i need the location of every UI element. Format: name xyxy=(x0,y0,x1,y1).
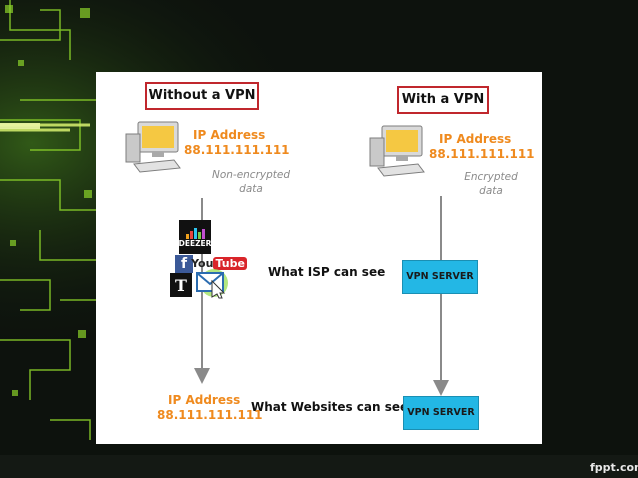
youtube-you-text: You xyxy=(191,256,214,270)
youtube-tube-text: Tube xyxy=(213,256,247,270)
websites-label: What Websites can see xyxy=(251,400,409,414)
right-ip-label: IP Address xyxy=(439,132,512,146)
computer-icon-left xyxy=(125,121,181,173)
diagram-panel: Without a VPN With a VPN IP Address 88.1… xyxy=(96,72,542,444)
deezer-bars xyxy=(185,227,205,239)
bottom-ip-label: IP Address xyxy=(168,393,241,407)
right-data-note-line1: Encrypted xyxy=(464,171,518,183)
left-ip-label: IP Address xyxy=(193,128,266,142)
flow-arrows xyxy=(194,196,449,396)
deezer-logo: DEEZER xyxy=(179,220,211,254)
nyt-logo: T xyxy=(170,273,192,297)
left-ip-value: 88.111.111.111 xyxy=(184,143,290,157)
vpn-server-box-websites: VPN SERVER xyxy=(403,396,479,430)
computer-icon-right xyxy=(369,125,425,177)
isp-label: What ISP can see xyxy=(268,265,386,279)
left-data-note-line1: Non-encrypted xyxy=(211,169,291,181)
right-ip-value: 88.111.111.111 xyxy=(429,147,535,161)
footer-brand: fppt.com xyxy=(590,461,638,474)
bottom-ip-value: 88.111.111.111 xyxy=(157,408,263,422)
left-data-note-line2: data xyxy=(239,183,263,195)
youtube-logo: You Tube xyxy=(191,255,247,271)
without-vpn-title: Without a VPN xyxy=(145,82,259,110)
with-vpn-title: With a VPN xyxy=(397,86,489,114)
right-data-note-line2: data xyxy=(479,185,503,197)
email-icon xyxy=(196,269,228,299)
vpn-server-box-isp: VPN SERVER xyxy=(402,260,478,294)
deezer-text: DEEZER xyxy=(178,238,212,248)
facebook-logo: f xyxy=(175,255,193,273)
